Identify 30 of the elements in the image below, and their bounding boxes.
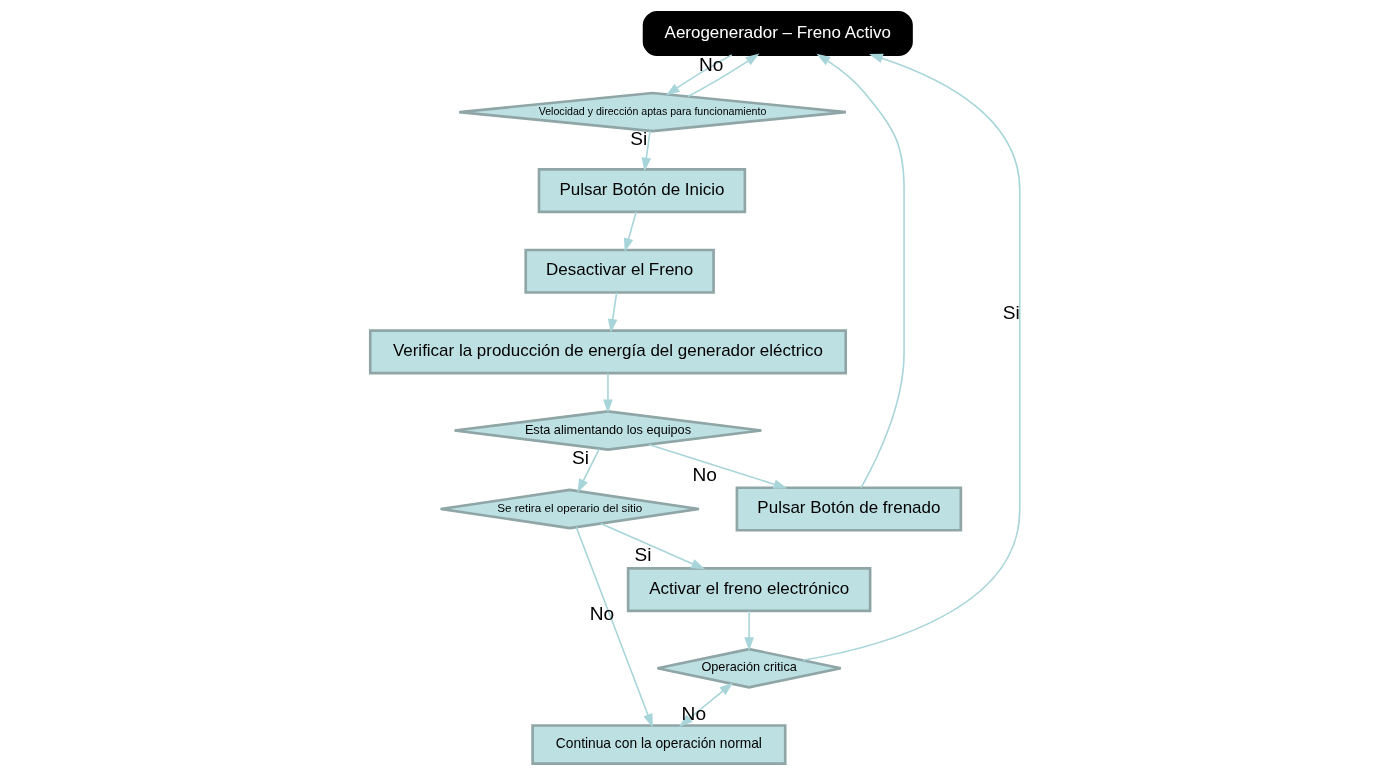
- arrow: [607, 291, 617, 333]
- arrow: [678, 682, 733, 727]
- node-diamond: Se retira el operario del sitio: [438, 488, 700, 530]
- arrow: [623, 211, 637, 253]
- node-box: Pulsar Botón de frenado: [735, 486, 962, 532]
- node-box: Pulsar Botón de Inicio: [537, 168, 746, 214]
- node-box: Continua con la operación normal: [530, 724, 787, 766]
- edge-label: No: [589, 603, 614, 625]
- arrow: [575, 526, 653, 728]
- edge-label: Si: [634, 544, 652, 566]
- edge-label: No: [692, 464, 717, 486]
- arrow: [816, 53, 905, 489]
- edge-label: Si: [1002, 301, 1020, 323]
- arrow: [665, 54, 733, 96]
- node-box: Aerogenerador – Freno Activo: [642, 10, 913, 57]
- arrow: [576, 448, 600, 493]
- arrow: [686, 53, 759, 98]
- arrow: [801, 53, 1021, 662]
- arrow: [641, 130, 651, 172]
- arrow: [743, 610, 754, 652]
- arrow: [599, 522, 705, 570]
- node-diamond: Operación critica: [655, 647, 842, 689]
- arrow: [602, 372, 613, 414]
- node-diamond: Velocidad y dirección aptas para funcionamiento: [457, 91, 847, 133]
- edge-label: No: [681, 703, 706, 725]
- node-diamond: Esta alimentando los equipos: [452, 410, 763, 451]
- arrow: [647, 443, 787, 489]
- node-box: Desactivar el Freno: [523, 248, 715, 294]
- node-box: Activar el freno electrónico: [626, 567, 871, 613]
- node-box: Verificar la producción de energía del generador eléctrico: [368, 329, 847, 375]
